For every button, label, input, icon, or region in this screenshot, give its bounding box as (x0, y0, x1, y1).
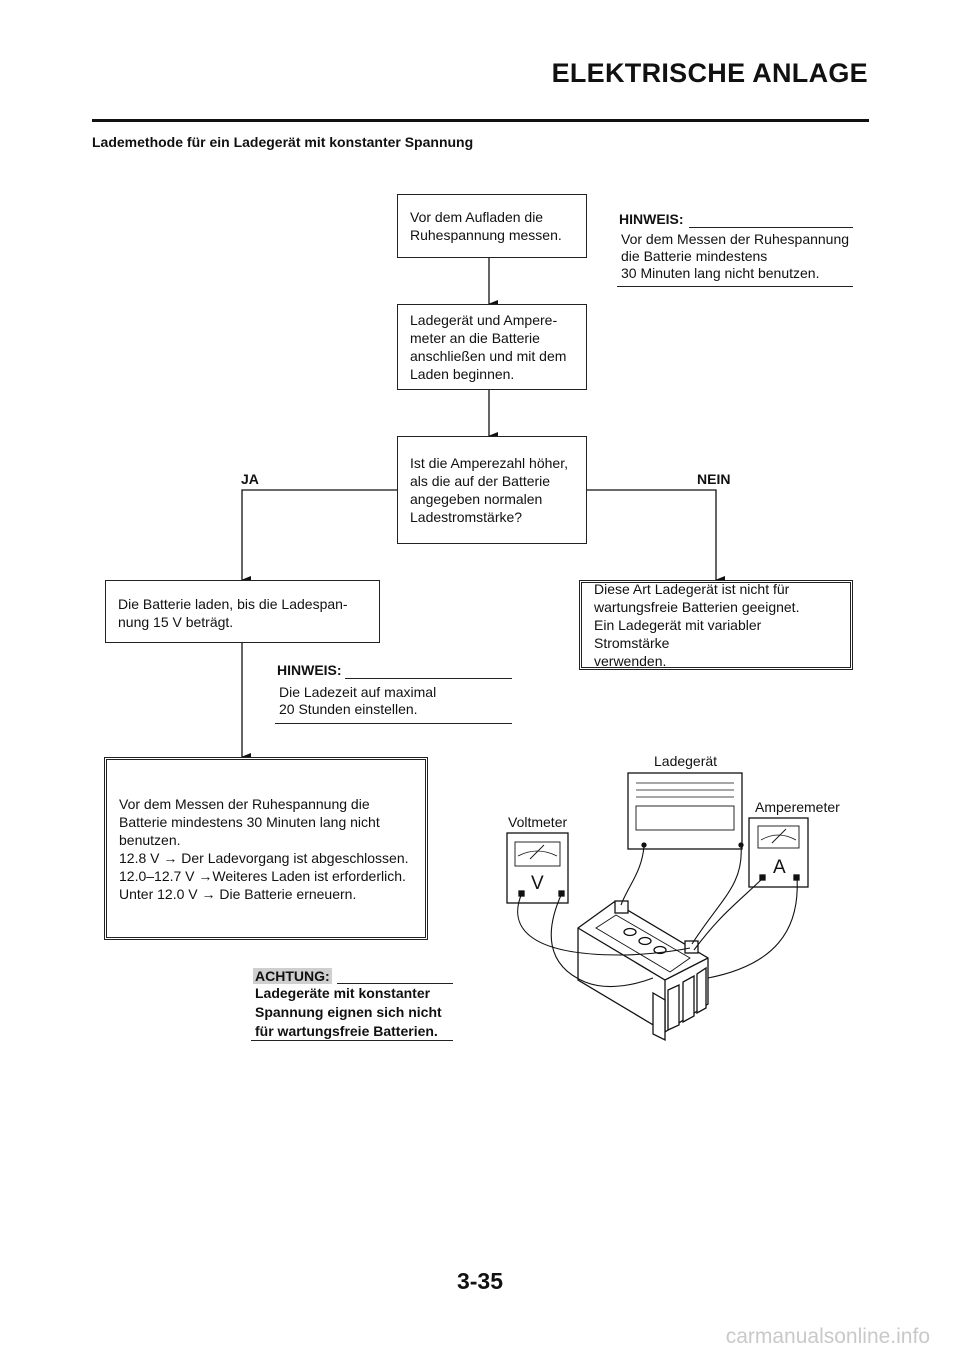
yes-label: JA (241, 471, 259, 487)
charger-label: Ladegerät (654, 753, 718, 769)
note1-text: Vor dem Messen der Ruhespannung die Batt… (621, 231, 850, 281)
watermark: carmanualsonline.info (725, 1325, 930, 1348)
step-connect-charger: Ladegerät und Ampere- meter an die Batte… (397, 304, 587, 390)
caution-text: Ladegeräte mit konstanter Spannung eigne… (255, 985, 442, 1039)
note2-heading-rule (345, 678, 512, 679)
voltmeter-icon (506, 832, 569, 904)
charger-icon (627, 772, 744, 850)
no-label: NEIN (697, 471, 731, 487)
caution-heading: ACHTUNG: (253, 968, 332, 984)
title-rule (92, 119, 869, 122)
note1-bottom-rule (617, 286, 853, 287)
step-charge-15v: Die Batterie laden, bis die Ladespan- nu… (105, 580, 380, 643)
test-leads (517, 845, 798, 988)
connector-no (587, 489, 725, 584)
ammeter-label: Amperemeter (755, 799, 840, 815)
note2-bottom-rule (275, 723, 512, 724)
ammeter-symbol: A (773, 857, 786, 878)
section-title: Lademethode für ein Ladegerät mit konsta… (92, 134, 474, 150)
page-number: 3-35 (456, 1268, 504, 1294)
caution-bottom-rule (251, 1040, 453, 1041)
voltmeter-label: Voltmeter (508, 814, 568, 830)
step-measure-voltage: Vor dem Aufladen die Ruhespannung messen… (397, 194, 587, 258)
question-amperage: Ist die Amperezahl höher, als die auf de… (397, 436, 587, 544)
connector-yes (241, 489, 397, 584)
caution-heading-rule (337, 983, 453, 984)
note1-heading-rule (689, 227, 853, 228)
note2-text: Die Ladezeit auf maximal 20 Stunden eins… (279, 684, 437, 717)
ammeter-icon (748, 817, 809, 888)
step-not-suitable: Diese Art Ladegerät ist nicht für wartun… (579, 580, 853, 670)
battery-icon (577, 900, 709, 1042)
voltmeter-symbol: V (531, 873, 544, 894)
page-title: ELEKTRISCHE ANLAGE (551, 58, 868, 88)
step-final-measure: Vor dem Messen der Ruhespannung die Batt… (104, 757, 428, 940)
note2-heading: HINWEIS: (277, 662, 342, 678)
note1-heading: HINWEIS: (619, 211, 684, 227)
